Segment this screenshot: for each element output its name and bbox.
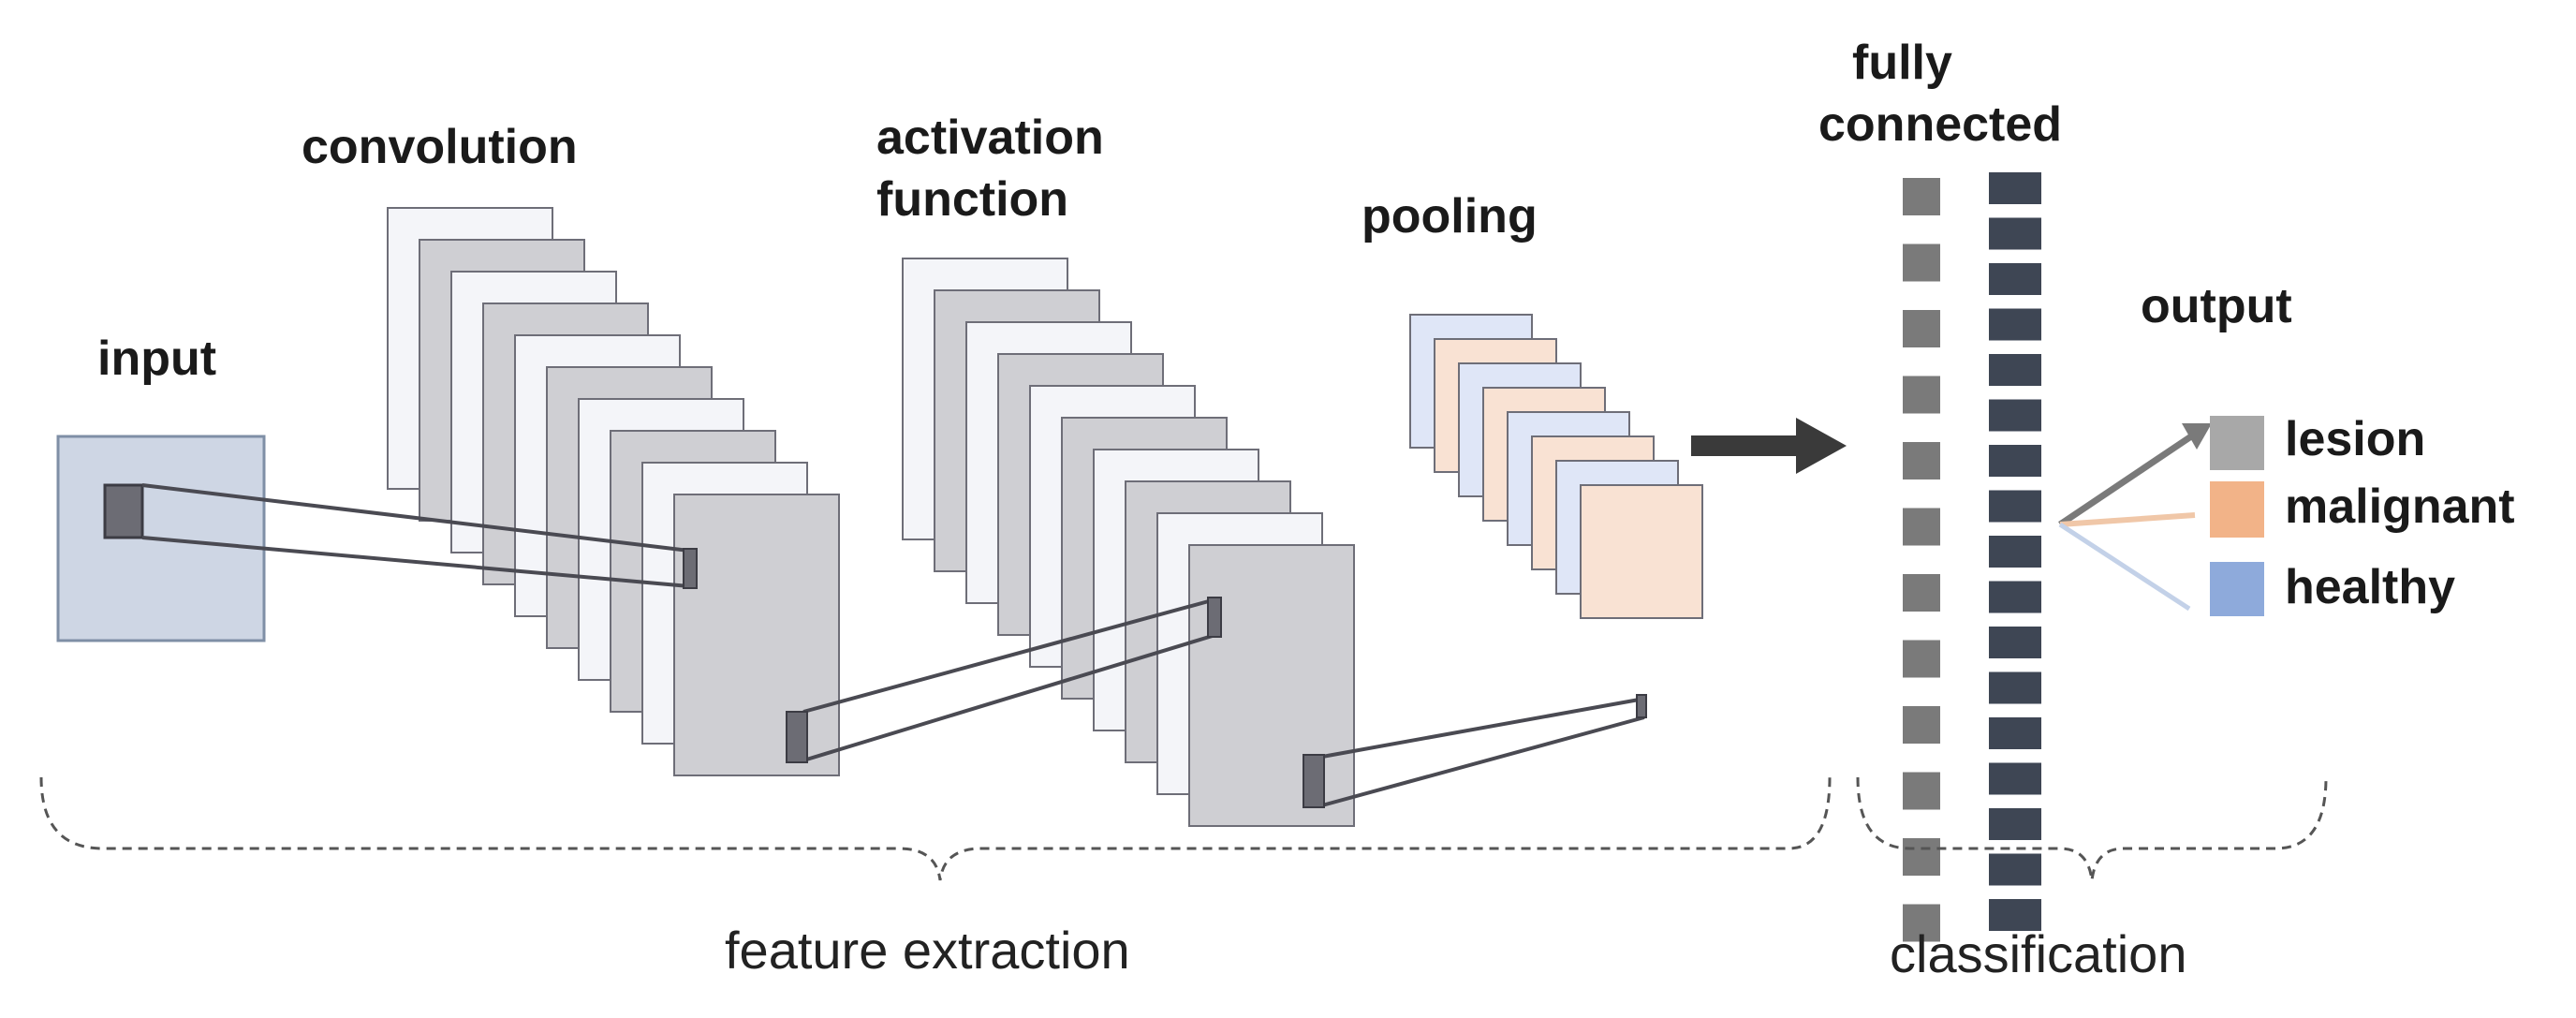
fc2-unit-8 <box>1989 490 2041 523</box>
fc1-unit-10 <box>1903 772 1940 810</box>
conv-to-act-line-top <box>802 598 1216 714</box>
fc2-unit-4 <box>1989 308 2041 341</box>
fc-layer-1 <box>1903 178 1940 942</box>
feature-extraction-label: feature extraction <box>725 921 1130 980</box>
fc1-unit-7 <box>1903 574 1940 612</box>
output-legend: lesion malignant healthy <box>2210 412 2515 616</box>
convolution-stack <box>387 207 840 776</box>
fc1-unit-9 <box>1903 706 1940 744</box>
act-kernel-box <box>1207 597 1222 638</box>
fc2-unit-17 <box>1989 899 2041 931</box>
receptive-field-lines <box>141 483 1645 807</box>
receptive-field-boxes <box>683 548 1647 808</box>
classification-bracket <box>1856 776 2328 881</box>
act-output-patch <box>1303 754 1325 808</box>
pooling-stack <box>1409 314 1703 619</box>
fc2-unit-6 <box>1989 399 2041 432</box>
output-arrowhead-lesion <box>2182 423 2212 450</box>
arrow-head <box>1796 418 1847 474</box>
pooling-label: pooling <box>1362 189 1538 243</box>
arrow-shaft <box>1691 435 1802 456</box>
malignant-label: malignant <box>2285 479 2515 534</box>
fc1-unit-4 <box>1903 376 1940 414</box>
lesion-swatch <box>2210 416 2264 470</box>
activation-label-line1: activation <box>876 111 1104 165</box>
input-stage: input <box>56 332 266 642</box>
fully-connected-label-line1: fully <box>1852 36 1952 90</box>
feature-extraction-brace <box>39 776 1832 881</box>
input-label: input <box>97 332 216 386</box>
lesion-label: lesion <box>2285 412 2425 466</box>
fc2-unit-14 <box>1989 762 2041 795</box>
fc1-unit-11 <box>1903 838 1940 876</box>
fc1-unit-3 <box>1903 310 1940 347</box>
output-arrows <box>2058 423 2212 612</box>
output-line-healthy <box>2058 522 2191 612</box>
act-to-pool-line-top <box>1321 697 1645 759</box>
fc2-unit-15 <box>1989 808 2041 840</box>
classification-label: classification <box>1890 924 2186 983</box>
conv-to-act-line-bottom <box>802 633 1216 762</box>
fc1-unit-8 <box>1903 640 1940 678</box>
conv-map-10 <box>673 494 840 776</box>
conv-output-patch <box>786 711 808 763</box>
act-map-10 <box>1188 544 1355 827</box>
activation-label-line2: function <box>876 172 1068 227</box>
fc2-unit-5 <box>1989 354 2041 386</box>
act-to-pool-line-bottom <box>1321 716 1645 807</box>
convolution-label: convolution <box>302 120 578 174</box>
flatten-arrow <box>1691 418 1847 474</box>
fully-connected-label-line2: connected <box>1818 97 2062 152</box>
fc2-unit-11 <box>1989 627 2041 658</box>
classification-brace <box>1856 776 2328 881</box>
fc1-unit-1 <box>1903 178 1940 215</box>
fc1-unit-6 <box>1903 508 1940 546</box>
healthy-label: healthy <box>2285 560 2455 614</box>
fc2-unit-12 <box>1989 671 2041 704</box>
healthy-swatch <box>2210 562 2264 616</box>
pool-kernel-box <box>1636 694 1647 718</box>
fc1-unit-5 <box>1903 442 1940 479</box>
fc2-unit-16 <box>1989 853 2041 886</box>
fc1-unit-12 <box>1903 904 1940 942</box>
fc2-unit-13 <box>1989 717 2041 749</box>
feature-extraction-bracket <box>39 776 1832 881</box>
conv-kernel-box <box>683 548 698 589</box>
output-label: output <box>2141 279 2292 333</box>
fc2-unit-10 <box>1989 581 2041 613</box>
fc2-unit-2 <box>1989 217 2041 250</box>
fc2-unit-9 <box>1989 536 2041 568</box>
pool-map-8 <box>1580 484 1703 619</box>
input-to-conv-line-top <box>141 483 690 553</box>
fc2-unit-3 <box>1989 263 2041 295</box>
input-to-conv-line-bottom <box>141 536 690 588</box>
fc-layer-2 <box>1989 172 2041 931</box>
fc2-unit-7 <box>1989 445 2041 477</box>
activation-stack <box>902 258 1355 827</box>
fc2-unit-1 <box>1989 172 2041 204</box>
malignant-swatch <box>2210 481 2264 538</box>
output-line-lesion <box>2058 434 2193 527</box>
fc1-unit-2 <box>1903 243 1940 282</box>
input-receptive-field <box>103 483 144 539</box>
output-line-malignant <box>2059 512 2196 527</box>
